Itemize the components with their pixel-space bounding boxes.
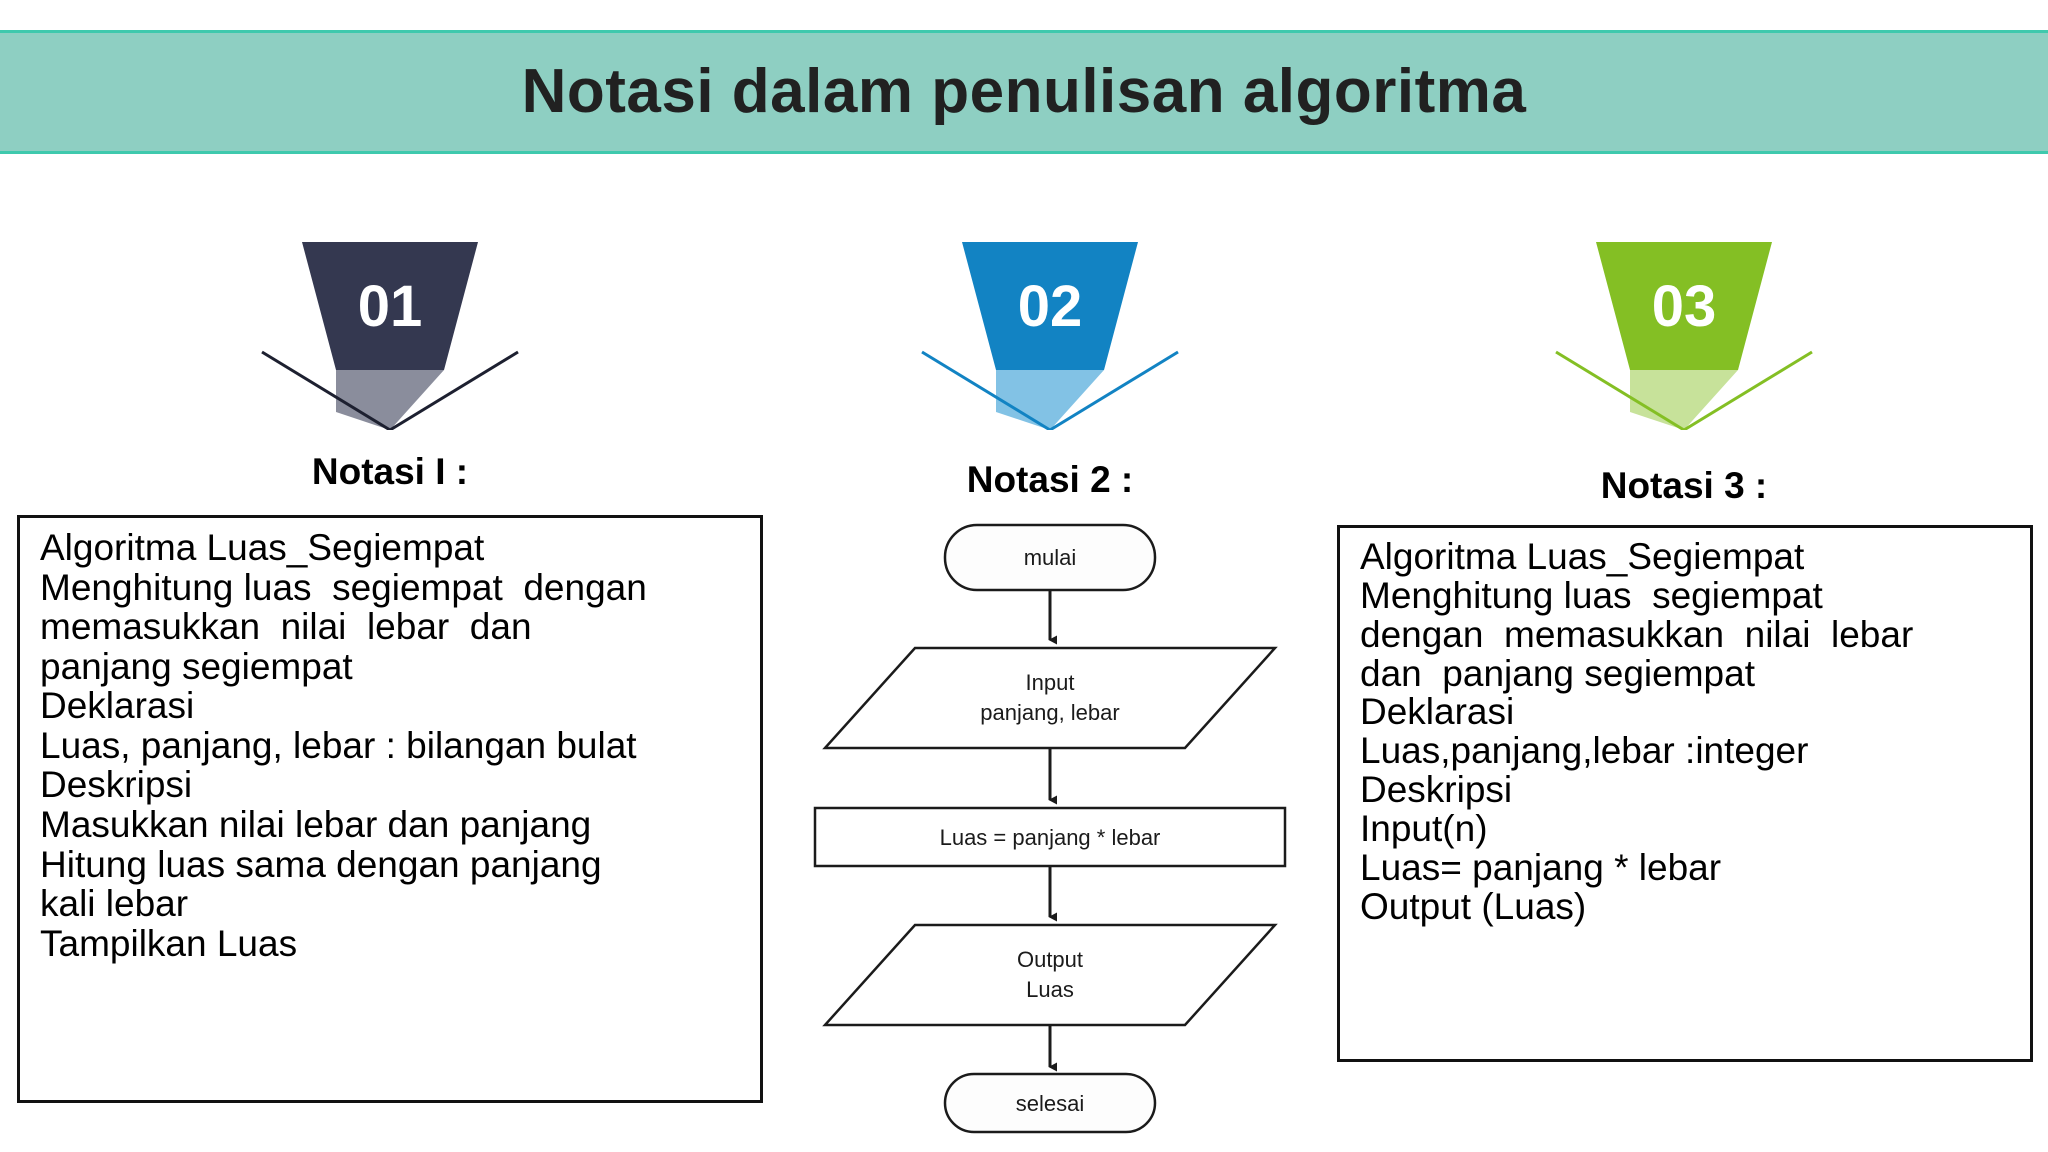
page-title-banner: Notasi dalam penulisan algoritma bbox=[0, 30, 2048, 154]
notasi-1-line: Masukkan nilai lebar dan panjang bbox=[40, 804, 592, 846]
flowchart-node-output-label-1: Output bbox=[1017, 947, 1083, 972]
notasi-1-line: Luas, panjang, lebar : bilangan bulat bbox=[40, 724, 637, 766]
funnel-top-trapezoid bbox=[302, 242, 478, 370]
notasi-3-line: Menghitung luas segiempat bbox=[1360, 574, 1823, 616]
flowchart-node-output-label-2: Luas bbox=[1026, 977, 1074, 1002]
notasi-2-column: 02 Notasi 2 : bbox=[780, 240, 1320, 501]
notasi-1-line: Hitung luas sama dengan panjang bbox=[40, 843, 602, 885]
page-title: Notasi dalam penulisan algoritma bbox=[521, 57, 1527, 126]
funnel-bottom-chevron bbox=[336, 370, 444, 430]
flowchart-node-input-label-1: Input bbox=[1026, 670, 1075, 695]
funnel-bottom-chevron bbox=[996, 370, 1104, 430]
flowchart-node-input: Input panjang, lebar bbox=[822, 646, 1278, 750]
funnel-left-stroke bbox=[921, 350, 1051, 430]
notasi-1-line: kali lebar bbox=[40, 883, 189, 925]
notasi-2-label: Notasi 2 : bbox=[966, 459, 1134, 500]
notasi-3-line: Luas,panjang,lebar :integer bbox=[1360, 730, 1809, 772]
notasi-1-line: Deskripsi bbox=[40, 764, 193, 806]
notasi-1-line: panjang segiempat bbox=[40, 645, 353, 687]
funnel-badge-02: 02 bbox=[920, 240, 1180, 430]
notasi-1-textbox: Algoritma Luas_Segiempat Menghitung luas… bbox=[17, 515, 763, 1103]
flowchart-node-selesai: selesai bbox=[943, 1072, 1157, 1134]
flowchart-node-mulai: mulai bbox=[943, 523, 1157, 592]
notasi-1-line: Algoritma Luas_Segiempat bbox=[40, 527, 485, 568]
notasi-3-line: dan panjang segiempat bbox=[1360, 652, 1755, 694]
funnel-badge-03: 03 bbox=[1554, 240, 1814, 430]
notasi-3-column: 03 Notasi 3 : bbox=[1320, 240, 2048, 507]
funnel-right-stroke bbox=[1049, 350, 1179, 430]
funnel-top-trapezoid bbox=[962, 242, 1138, 370]
notasi-1-label: Notasi I : bbox=[311, 451, 469, 492]
notasi-3-line: Luas= panjang * lebar bbox=[1360, 846, 1722, 888]
funnel-badge-01: 01 bbox=[260, 240, 520, 430]
notasi-1-column: 01 Notasi I : bbox=[0, 240, 780, 493]
funnel-left-stroke bbox=[261, 350, 391, 430]
notasi-3-line: Deskripsi bbox=[1360, 769, 1513, 811]
notasi-3-line: Algoritma Luas_Segiempat bbox=[1360, 536, 1805, 577]
flowchart-node-input-label-2: panjang, lebar bbox=[980, 700, 1119, 725]
flowchart-node-selesai-label: selesai bbox=[1016, 1091, 1084, 1116]
flowchart-node-process: Luas = panjang * lebar bbox=[813, 806, 1287, 868]
funnel-bottom-chevron bbox=[1630, 370, 1738, 430]
notasi-3-line: Output (Luas) bbox=[1360, 885, 1587, 927]
funnel-left-stroke bbox=[1555, 350, 1685, 430]
flowchart-node-output: Output Luas bbox=[822, 923, 1278, 1027]
funnel-right-stroke bbox=[389, 350, 519, 430]
notasi-3-line: Deklarasi bbox=[1360, 691, 1515, 733]
notasi-3-label: Notasi 3 : bbox=[1600, 465, 1768, 506]
funnel-top-trapezoid bbox=[1596, 242, 1772, 370]
flowchart-node-process-label: Luas = panjang * lebar bbox=[940, 825, 1161, 850]
notasi-1-line: Deklarasi bbox=[40, 685, 195, 727]
flowchart-node-mulai-label: mulai bbox=[1024, 545, 1077, 570]
notasi-3-line: dengan memasukkan nilai lebar bbox=[1360, 613, 1914, 655]
flowchart-diagram: mulai Input panjang, lebar Luas = panjan… bbox=[800, 515, 1300, 1135]
notasi-1-line: Menghitung luas segiempat dengan bbox=[40, 566, 647, 608]
funnel-right-stroke bbox=[1683, 350, 1813, 430]
notasi-1-line: Tampilkan Luas bbox=[40, 922, 298, 964]
notasi-1-line: memasukkan nilai lebar dan bbox=[40, 606, 532, 648]
notasi-3-line: Input(n) bbox=[1360, 807, 1488, 849]
notasi-3-textbox: Algoritma Luas_Segiempat Menghitung luas… bbox=[1337, 525, 2033, 1062]
